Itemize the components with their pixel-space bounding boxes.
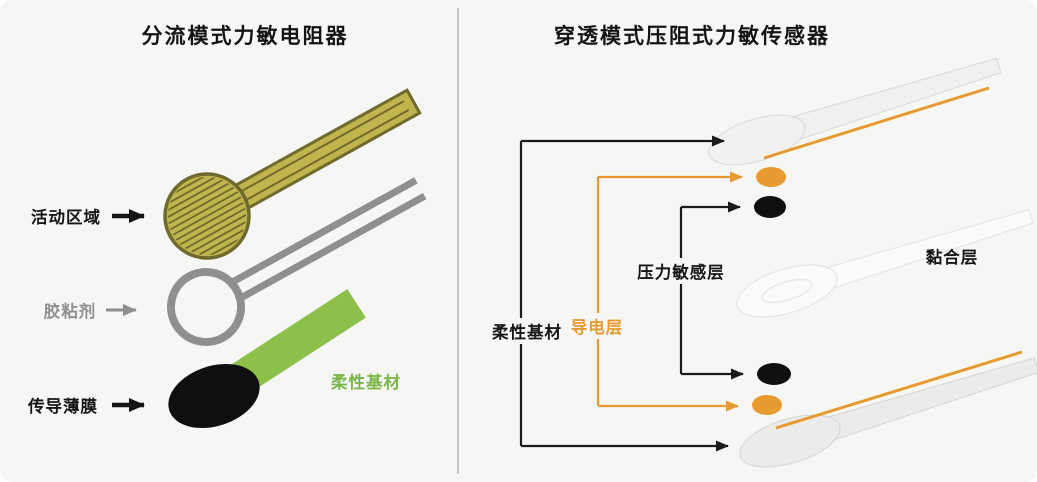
right-panel-title: 穿透模式压阻式力敏传感器: [554, 25, 830, 48]
top-substrate-layer-shape: [708, 57, 1002, 166]
bottom-conductive-trace: [775, 350, 1023, 430]
label-adhesive: 胶粘剂: [43, 303, 97, 321]
adhesive-ring-shape: [167, 177, 427, 346]
pressure-layer-bracket: [679, 201, 744, 380]
top-pressure-dot: [754, 196, 786, 218]
fsr-trace-line: [243, 108, 410, 202]
label-flexible-substrate-right: 柔性基材: [488, 318, 566, 344]
label-conductive-layer: 导电层: [566, 313, 628, 339]
left-panel-title: 分流模式力敏电阻器: [141, 25, 349, 48]
flexible-substrate-bracket: [519, 135, 729, 452]
top-conductive-dot: [756, 167, 786, 187]
label-adhesive-layer: 黏合层: [925, 249, 979, 267]
substrate-strip-shape: [219, 289, 366, 401]
label-conductive-film: 传导薄膜: [28, 398, 98, 416]
label-flexible-substrate-left: 柔性基材: [331, 374, 401, 392]
label-pressure-sensitive-layer: 压力敏感层: [633, 258, 729, 284]
top-conductive-trace: [763, 86, 990, 160]
adhesive-spacer-layer-shape: [736, 209, 1034, 318]
conductive-layer-bracket: [596, 171, 743, 412]
substrate-strip-group: [219, 289, 366, 401]
fsr-trace-line: [239, 100, 405, 194]
label-active-area: 活动区域: [31, 209, 101, 227]
bottom-pressure-dot: [757, 363, 791, 385]
conductive-film-shape: [168, 363, 260, 429]
bottom-conductive-dot: [752, 395, 782, 415]
fsr-sensor-shape: [154, 88, 422, 268]
bottom-substrate-layer-shape: [739, 357, 1037, 468]
